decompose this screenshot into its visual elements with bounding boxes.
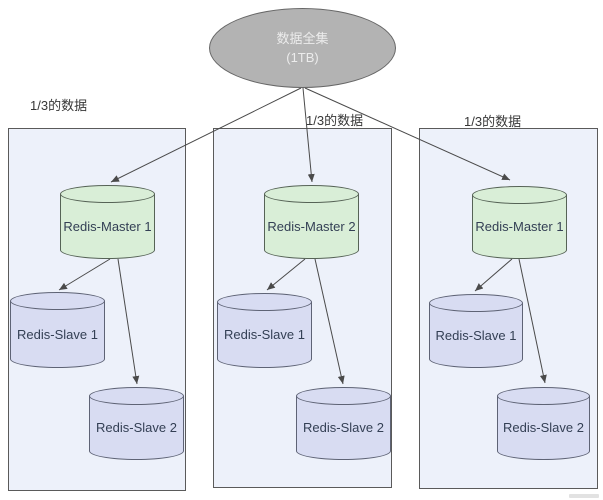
cylinder-body [89,396,184,451]
slave1-cylinder-shard3: Redis-Slave 1 [429,294,523,368]
slave1-label-shard2: Redis-Slave 1 [224,327,305,342]
slave2-label-shard3: Redis-Slave 2 [503,420,584,435]
cylinder-top-cap [10,292,105,310]
cylinder-top-cap [472,186,567,204]
cylinder-body [296,396,391,451]
slave2-cylinder-shard1: Redis-Slave 2 [89,387,184,460]
cylinder-top-cap [217,293,312,311]
dataset-label-line1: 数据全集 [276,30,329,46]
slave2-cylinder-shard3: Redis-Slave 2 [497,387,590,460]
slave2-label-shard1: Redis-Slave 2 [96,420,177,435]
shard-label-3: 1/3的数据 [464,114,522,129]
cylinder-body [497,396,590,451]
slave1-cylinder-shard2: Redis-Slave 1 [217,293,312,368]
cylinder-top-cap [296,387,391,405]
master-cylinder-3: Redis-Master 1 [472,186,567,259]
cylinder-body [264,194,359,250]
master-cylinder-2: Redis-Master 2 [264,185,359,259]
cylinder-top-cap [89,387,184,405]
cylinder-body [217,302,312,359]
master-label-1: Redis-Master 1 [63,218,152,234]
cylinder-top-cap [497,387,590,405]
cylinder-top-cap [264,185,359,203]
dataset-ellipse: 数据全集 (1TB) [209,8,396,88]
master-cylinder-1: Redis-Master 1 [60,185,155,259]
slave2-label-shard2: Redis-Slave 2 [303,420,384,435]
master-label-3: Redis-Master 1 [475,219,564,234]
slave1-label-shard1: Redis-Slave 1 [17,326,98,342]
shard-label-1: 1/3的数据 [30,98,88,113]
master-label-2: Redis-Master 2 [267,218,356,234]
slave1-cylinder-shard1: Redis-Slave 1 [10,292,105,368]
cylinder-body [10,301,105,359]
dataset-label-line2: (1TB) [286,50,319,65]
cylinder-body [429,303,523,359]
shard-label-2: 1/3的数据 [306,113,364,128]
cylinder-top-cap [60,185,155,203]
slave1-label-shard3: Redis-Slave 1 [435,327,517,343]
cylinder-body [60,194,155,250]
watermark [569,494,599,498]
cylinder-body [472,195,567,250]
slave2-cylinder-shard2: Redis-Slave 2 [296,387,391,460]
